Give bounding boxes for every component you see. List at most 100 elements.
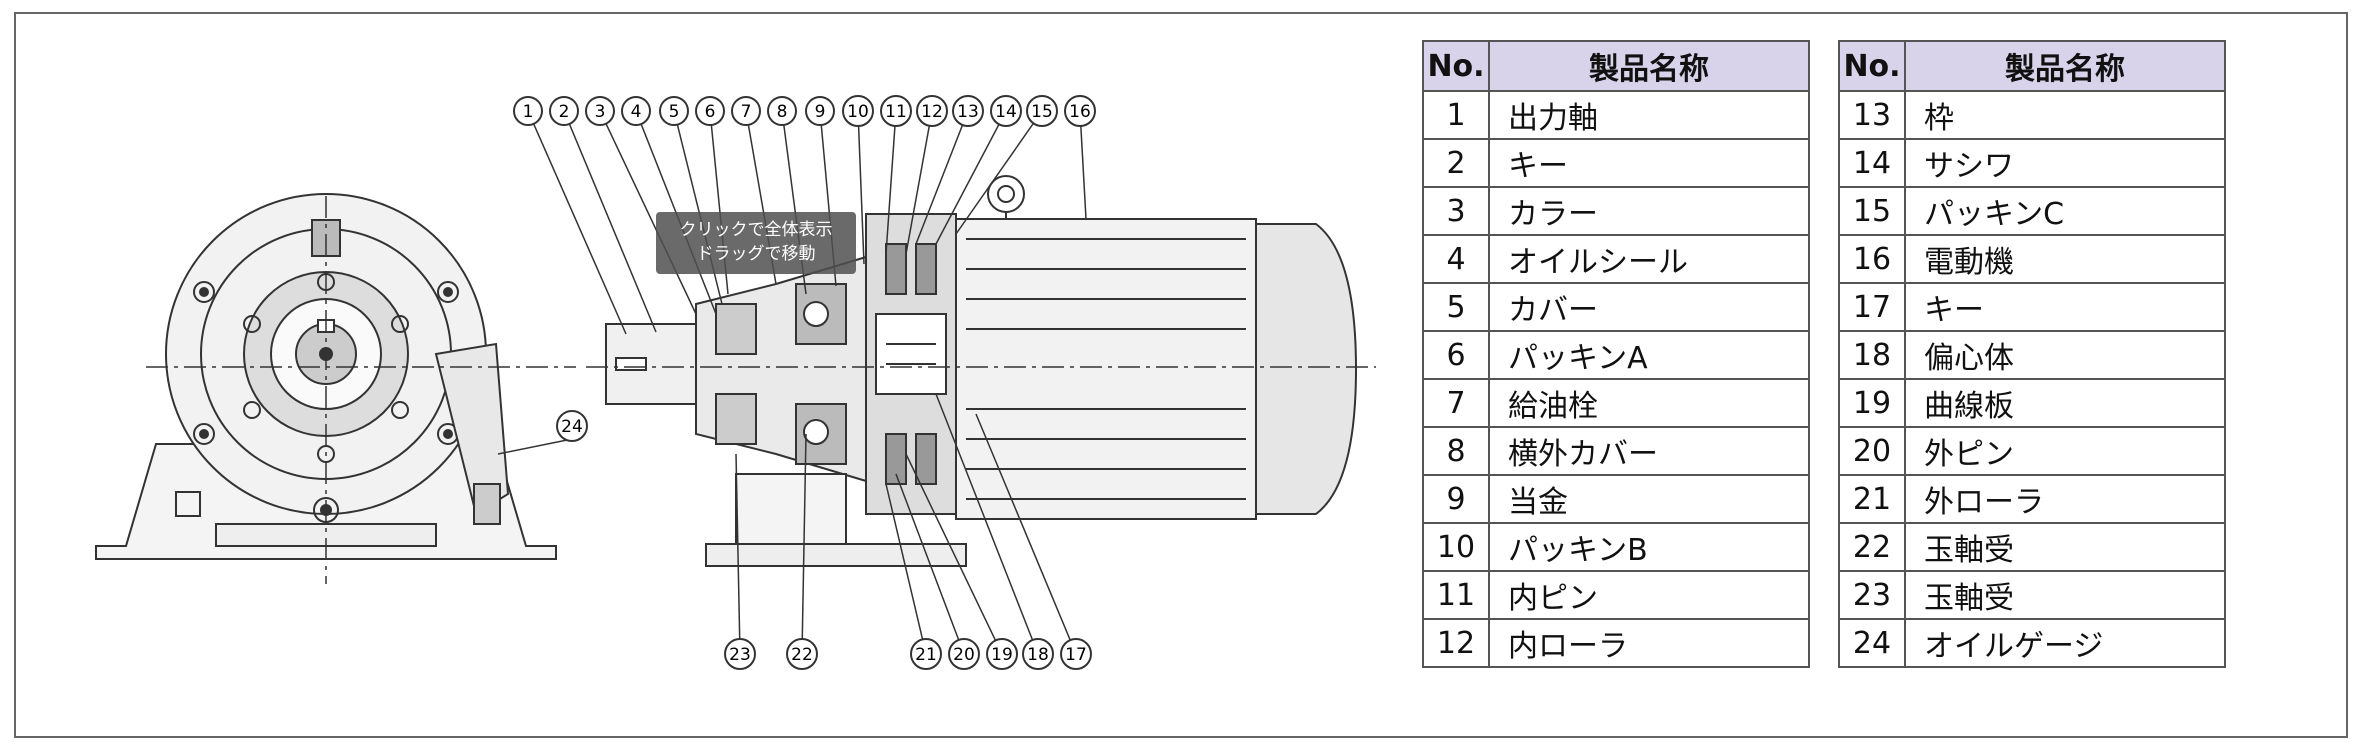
svg-text:12: 12 (921, 102, 943, 122)
callout-6: 6 (695, 96, 725, 126)
part-name: オイルゲージ (1904, 618, 2226, 668)
part-no: 16 (1838, 234, 1906, 284)
callout-5: 5 (659, 96, 689, 126)
callout-19: 19 (986, 638, 1018, 670)
callout-3: 3 (585, 96, 615, 126)
part-name: 内ローラ (1488, 618, 1810, 668)
part-no: 24 (1838, 618, 1906, 668)
svg-text:15: 15 (1031, 102, 1053, 122)
part-name: 玉軸受 (1904, 570, 2226, 620)
part-no: 8 (1422, 426, 1490, 476)
part-no: 13 (1838, 90, 1906, 140)
callout-24: 24 (556, 410, 588, 442)
callout-15: 15 (1026, 95, 1058, 127)
gear-motor-svg: 1 2 3 4 5 6 7 8 9 10 11 12 13 14 15 16 1… (95, 95, 1376, 670)
part-name: カバー (1488, 282, 1810, 332)
svg-text:7: 7 (741, 102, 752, 122)
part-no: 3 (1422, 186, 1490, 236)
svg-text:16: 16 (1069, 102, 1091, 122)
callout-16: 16 (1064, 95, 1096, 127)
tooltip-line-click: クリックで全体表示 (679, 220, 833, 240)
svg-text:13: 13 (957, 102, 979, 122)
svg-text:14: 14 (995, 102, 1017, 122)
svg-text:5: 5 (669, 102, 680, 122)
part-no: 5 (1422, 282, 1490, 332)
header-name: 製品名称 (1488, 40, 1810, 92)
part-name: 内ピン (1488, 570, 1810, 620)
figure-frame: 1 2 3 4 5 6 7 8 9 10 11 12 13 14 15 16 1… (14, 12, 2348, 738)
svg-text:4: 4 (631, 102, 642, 122)
svg-text:24: 24 (561, 417, 583, 437)
callout-markers: 1 2 3 4 5 6 7 8 9 10 11 12 13 14 15 16 1… (513, 95, 1096, 670)
part-no: 15 (1838, 186, 1906, 236)
part-no: 20 (1838, 426, 1906, 476)
gear-motor-drawing[interactable]: 1 2 3 4 5 6 7 8 9 10 11 12 13 14 15 16 1… (16, 14, 1416, 740)
svg-text:10: 10 (847, 102, 869, 122)
part-name: 外ローラ (1904, 474, 2226, 524)
svg-text:9: 9 (815, 102, 826, 122)
front-view (95, 193, 576, 584)
part-name: パッキンB (1488, 522, 1810, 572)
callout-8: 8 (767, 96, 797, 126)
part-no: 9 (1422, 474, 1490, 524)
callout-14: 14 (990, 95, 1022, 127)
callout-2: 2 (549, 96, 579, 126)
part-no: 21 (1838, 474, 1906, 524)
callout-10: 10 (842, 95, 874, 127)
zoom-hint-tooltip: クリックで全体表示 ドラッグで移動 (656, 212, 856, 274)
tooltip-line-drag: ドラッグで移動 (696, 244, 816, 264)
part-name: パッキンA (1488, 330, 1810, 380)
part-name: 玉軸受 (1904, 522, 2226, 572)
callout-20: 20 (948, 638, 980, 670)
svg-text:2: 2 (559, 102, 570, 122)
part-no: 19 (1838, 378, 1906, 428)
part-name: キー (1904, 282, 2226, 332)
callout-18: 18 (1022, 638, 1054, 670)
part-no: 11 (1422, 570, 1490, 620)
svg-text:11: 11 (885, 102, 907, 122)
table-header-row: No. 製品名称 (1422, 40, 1810, 92)
callout-21: 21 (910, 638, 942, 670)
part-name: 給油栓 (1488, 378, 1810, 428)
svg-text:18: 18 (1027, 645, 1049, 665)
part-no: 22 (1838, 522, 1906, 572)
svg-text:3: 3 (595, 102, 606, 122)
part-no: 18 (1838, 330, 1906, 380)
callout-23: 23 (724, 638, 756, 670)
part-name: 当金 (1488, 474, 1810, 524)
part-no: 12 (1422, 618, 1490, 668)
part-name: 外ピン (1904, 426, 2226, 476)
table-header-row: No. 製品名称 (1838, 40, 2226, 92)
callout-9: 9 (805, 96, 835, 126)
callout-1: 1 (513, 96, 543, 126)
callout-11: 11 (880, 95, 912, 127)
svg-text:20: 20 (953, 645, 975, 665)
part-name: パッキンC (1904, 186, 2226, 236)
part-name: 電動機 (1904, 234, 2226, 284)
svg-text:21: 21 (915, 645, 937, 665)
svg-text:19: 19 (991, 645, 1013, 665)
part-name: キー (1488, 138, 1810, 188)
callout-13: 13 (952, 95, 984, 127)
svg-text:22: 22 (791, 645, 813, 665)
part-name: 曲線板 (1904, 378, 2226, 428)
part-name: サシワ (1904, 138, 2226, 188)
